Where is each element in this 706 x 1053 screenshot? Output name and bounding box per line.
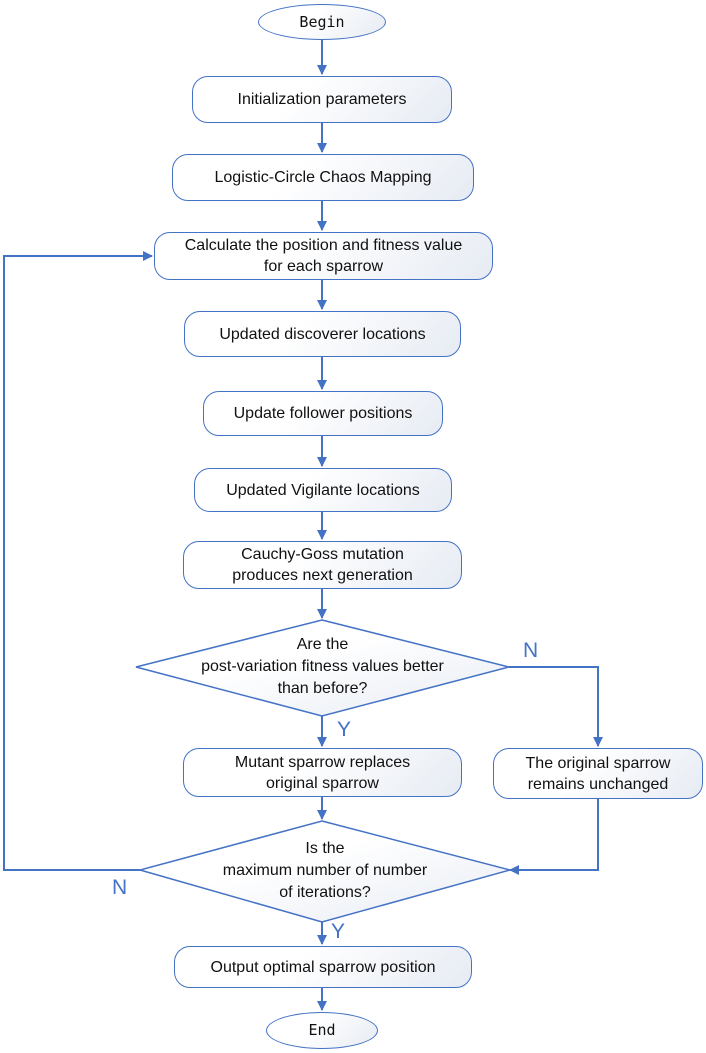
- calculate-fitness-step: Calculate the position and fitness value…: [154, 232, 493, 280]
- decision-iterations-line-1: Is the: [305, 840, 345, 857]
- update-vigilante-step: Updated Vigilante locations: [194, 468, 452, 512]
- decision-fitness-line-3: than before?: [277, 680, 368, 697]
- mutant-replaces-step: Mutant sparrow replaces original sparrow: [183, 748, 462, 797]
- decision-fitness-line-2: post-variation fitness values better: [201, 658, 444, 675]
- begin-terminal: Begin: [258, 4, 386, 40]
- arrow-decision1-unchanged: [509, 666, 603, 747]
- arrow-unchanged-decision2: [509, 799, 599, 875]
- decision-iterations-line-3: of iterations?: [279, 884, 371, 901]
- decision-fitness-yes-label: Y: [337, 718, 352, 741]
- end-terminal: End: [266, 1012, 378, 1049]
- decision-fitness-diamond: [135, 619, 510, 717]
- arrow-decision2-loop: [3, 251, 153, 871]
- decision-fitness-line-1: Are the: [296, 636, 349, 653]
- decision-iterations-yes-label: Y: [331, 920, 346, 943]
- sparrow-unchanged-step: The original sparrow remains unchanged: [493, 748, 703, 799]
- initialization-step: Initialization parameters: [192, 76, 452, 123]
- output-position-step: Output optimal sparrow position: [174, 946, 472, 988]
- decision-fitness-no-label: N: [523, 639, 539, 662]
- decision-iterations-diamond: [137, 820, 513, 923]
- decision-iterations-no-label: N: [112, 876, 128, 899]
- decision-iterations-line-2: maximum number of number: [222, 862, 428, 879]
- update-follower-step: Update follower positions: [203, 391, 443, 436]
- decision-fitness-text: Are the post-variation fitness values be…: [136, 630, 509, 704]
- update-discoverer-step: Updated discoverer locations: [184, 311, 461, 357]
- decision-iterations-text: Is the maximum number of number of itera…: [140, 834, 510, 908]
- chaos-mapping-step: Logistic-Circle Chaos Mapping: [172, 154, 474, 201]
- mutation-step: Cauchy-Goss mutation produces next gener…: [183, 541, 462, 589]
